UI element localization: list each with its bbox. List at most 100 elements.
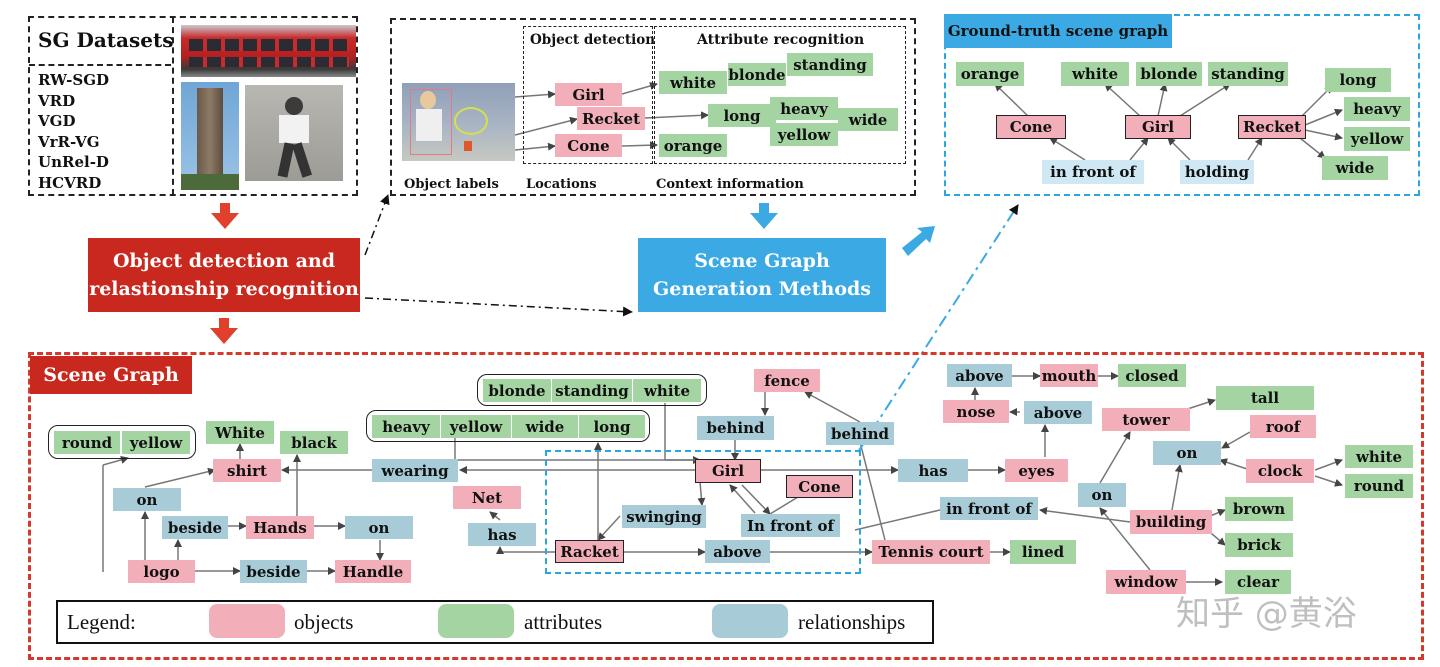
process-line2: relastionship recognition bbox=[89, 278, 359, 300]
attr-white: white bbox=[659, 71, 727, 94]
sg-standing: standing bbox=[552, 379, 632, 402]
attribute-recognition-box bbox=[654, 26, 906, 164]
legend-attributes: attributes bbox=[524, 610, 603, 634]
sg-nose: nose bbox=[943, 400, 1009, 423]
attr-blonde: blonde bbox=[728, 63, 786, 86]
sg-in-front-of2: in front of bbox=[940, 497, 1038, 520]
legend-box bbox=[56, 600, 934, 644]
ground-truth-title: Ground-truth scene graph bbox=[944, 14, 1172, 48]
watermark: 知乎 @黄浴 bbox=[1176, 594, 1357, 634]
dataset-item: VGD bbox=[38, 112, 76, 130]
tennis-photo bbox=[402, 83, 515, 161]
legend-label: Legend: bbox=[67, 610, 136, 634]
legend-objects: objects bbox=[294, 610, 354, 634]
sg-white2: white bbox=[1345, 445, 1413, 468]
sg-girl: Girl bbox=[695, 459, 761, 483]
girl-node: Girl bbox=[555, 83, 622, 106]
sg-brown: brown bbox=[1225, 497, 1293, 521]
sg-on1: on bbox=[113, 488, 181, 511]
attr-orange: orange bbox=[659, 134, 727, 157]
sg-mouth: mouth bbox=[1040, 364, 1098, 387]
sg-net: Net bbox=[453, 486, 521, 509]
ground-truth-panel bbox=[944, 14, 1420, 196]
sg-roof: roof bbox=[1250, 415, 1316, 438]
sg-black: black bbox=[280, 431, 348, 454]
attr-heavy: heavy bbox=[770, 97, 838, 120]
sg-round2: round bbox=[1345, 474, 1413, 498]
datasets-list: RW-SGD VRD VGD VrR-VG UnRel-D HCVRD bbox=[38, 70, 109, 193]
datasets-title: SG Datasets bbox=[38, 28, 174, 52]
sg-blonde: blonde bbox=[483, 379, 551, 402]
focus-region bbox=[545, 450, 861, 574]
sg-wearing: wearing bbox=[372, 459, 458, 482]
sg-yellow2: yellow bbox=[441, 415, 511, 438]
sg-white: white bbox=[633, 379, 701, 402]
tower-photo bbox=[181, 82, 239, 190]
sg-brick: brick bbox=[1225, 533, 1293, 557]
dataset-item: HCVRD bbox=[38, 173, 102, 192]
gt-standing: standing bbox=[1208, 62, 1288, 86]
datasets-panel bbox=[28, 16, 358, 196]
cone-node: Cone bbox=[555, 134, 622, 157]
gt-wide: wide bbox=[1322, 156, 1388, 180]
sg-behind2: behind bbox=[826, 422, 894, 445]
legend-relationships: relationships bbox=[798, 610, 906, 634]
gt-in-front-of: in front of bbox=[1042, 160, 1144, 184]
sg-round: round bbox=[54, 431, 120, 454]
object-detection-box bbox=[523, 26, 653, 164]
attr-wide: wide bbox=[838, 108, 898, 131]
sg-above1: above bbox=[705, 540, 770, 563]
sg-lined: lined bbox=[1010, 540, 1076, 564]
dataset-item: UnRel-D bbox=[38, 153, 109, 171]
detection-panel bbox=[390, 18, 916, 196]
sg-yellow: yellow bbox=[122, 431, 190, 454]
sg-shirt: shirt bbox=[213, 459, 281, 482]
scene-graph-panel bbox=[28, 352, 1424, 660]
gt-yellow: yellow bbox=[1344, 127, 1410, 151]
object-detection-title: Object detection bbox=[530, 32, 656, 48]
group-round-yellow bbox=[48, 425, 196, 459]
gt-orange: orange bbox=[956, 62, 1024, 86]
sg-on4: on bbox=[1078, 483, 1126, 507]
attr-long: long bbox=[708, 104, 776, 127]
sg-cone: Cone bbox=[786, 475, 853, 498]
methods-box: Scene Graph Generation Methods bbox=[638, 238, 886, 312]
sg-heavy: heavy bbox=[372, 415, 440, 438]
caption-locations: Locations bbox=[526, 177, 597, 192]
attr-yellow: yellow bbox=[770, 123, 838, 146]
sg-beside1: beside bbox=[162, 516, 228, 539]
sg-tall: tall bbox=[1216, 386, 1314, 410]
sg-building: building bbox=[1130, 510, 1212, 534]
gt-cone: Cone bbox=[996, 115, 1066, 139]
sg-behind1: behind bbox=[697, 416, 774, 440]
sg-above2: above bbox=[1024, 401, 1092, 424]
sg-clock: clock bbox=[1246, 459, 1314, 483]
sg-swinging: swinging bbox=[622, 505, 706, 528]
process-line1: Object detection and bbox=[112, 250, 336, 272]
sg-white-attr: White bbox=[206, 421, 274, 444]
sg-beside2: beside bbox=[240, 560, 307, 583]
group-heavy bbox=[366, 410, 650, 442]
gt-long: long bbox=[1325, 68, 1391, 92]
recket-node: Recket bbox=[577, 107, 645, 130]
legend-attributes-swatch bbox=[438, 604, 514, 638]
sg-handle: Handle bbox=[335, 560, 411, 583]
dataset-item: VRD bbox=[38, 91, 76, 110]
methods-line1: Scene Graph bbox=[694, 250, 830, 272]
sg-has1: has bbox=[468, 523, 536, 546]
sg-above3: above bbox=[947, 364, 1012, 387]
sg-window: window bbox=[1106, 570, 1186, 594]
gt-blonde: blonde bbox=[1136, 62, 1202, 86]
sg-eyes: eyes bbox=[1005, 459, 1068, 482]
sg-long: long bbox=[579, 415, 645, 438]
dataset-item: RW-SGD bbox=[38, 71, 110, 89]
datasets-divider bbox=[29, 64, 171, 66]
methods-line2: Generation Methods bbox=[653, 278, 871, 300]
sg-fence: fence bbox=[754, 369, 820, 392]
scene-graph-title: Scene Graph bbox=[30, 356, 192, 394]
sg-tennis-court: Tennis court bbox=[872, 540, 990, 564]
bus-photo bbox=[181, 25, 356, 77]
sg-has2: has bbox=[898, 459, 968, 482]
gt-girl: Girl bbox=[1125, 115, 1191, 139]
